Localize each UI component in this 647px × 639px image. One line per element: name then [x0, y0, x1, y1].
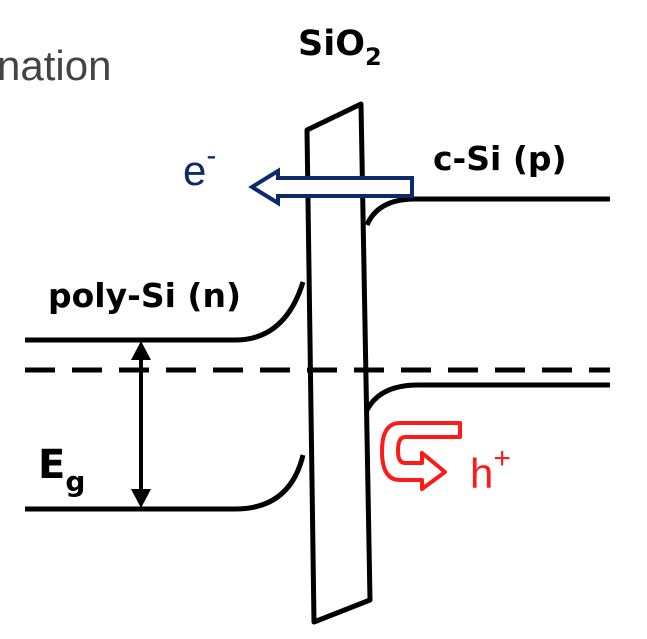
- hole-label: h+: [470, 442, 511, 497]
- bandgap-label-base: E: [38, 442, 65, 488]
- c-si-conduction-band: [364, 196, 610, 227]
- hole-label-superscript: +: [493, 442, 511, 475]
- bandgap-double-arrow: [131, 341, 151, 508]
- oxide-label-subscript: 2: [365, 43, 382, 71]
- oxide-label: SiO2: [298, 24, 382, 71]
- electron-label-superscript: -: [206, 139, 216, 172]
- poly-si-conduction-band: [25, 281, 306, 343]
- hole-reflection-arrow: [380, 421, 462, 491]
- electron-tunneling-arrow: [248, 167, 414, 207]
- oxide-label-base: SiO: [298, 24, 365, 64]
- c-si-valence-band: [364, 382, 610, 412]
- electron-label: e-: [183, 139, 216, 194]
- poly-si-valence-band: [25, 454, 306, 512]
- bandgap-label-subscript: g: [65, 465, 85, 498]
- header-fragment-text: nation: [0, 42, 111, 89]
- oxide-barrier: [304, 101, 373, 625]
- right-region-label: c-Si (p): [433, 139, 567, 178]
- hole-label-base: h: [470, 450, 493, 497]
- left-region-label: poly-Si (n): [48, 276, 241, 315]
- electron-label-base: e: [183, 147, 206, 194]
- bandgap-label: Eg: [38, 442, 85, 498]
